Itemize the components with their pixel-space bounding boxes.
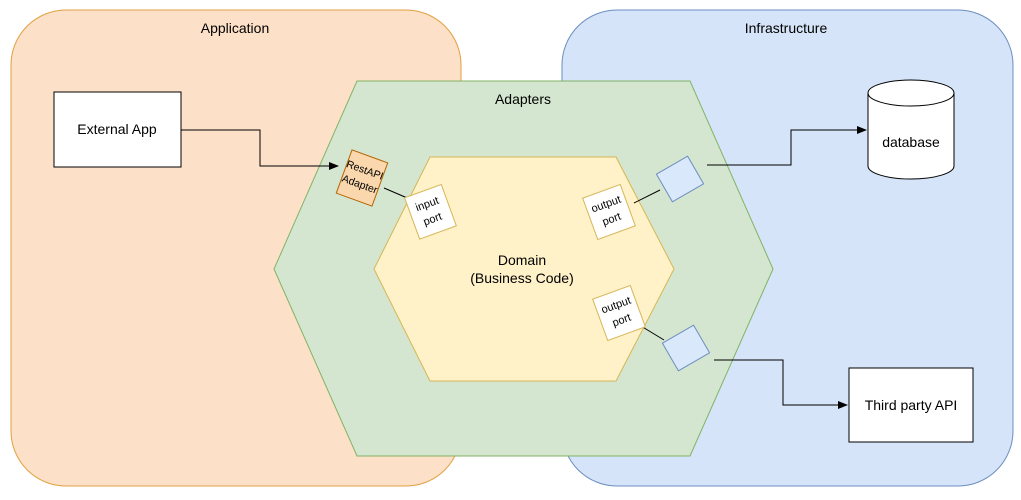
output-port-bottom[interactable]: output port <box>592 284 646 342</box>
infrastructure-label: Infrastructure <box>745 20 828 36</box>
third-party-api-box[interactable] <box>848 367 974 443</box>
database-label: database <box>882 134 940 150</box>
domain-sublabel: (Business Code) <box>470 270 574 286</box>
database-cylinder[interactable] <box>867 79 955 180</box>
adapters-label: Adapters <box>495 91 551 107</box>
connector-to-third-party-arrow <box>714 359 848 409</box>
domain-label: Domain <box>498 252 546 268</box>
third-party-connector[interactable] <box>661 324 711 372</box>
connector-to-database-arrow <box>707 126 867 166</box>
output-port-top[interactable]: output port <box>582 183 636 241</box>
database-connector[interactable] <box>655 155 705 203</box>
external-app-label: External App <box>77 121 157 137</box>
output-port-top-link-line <box>633 189 661 204</box>
third-party-api-label: Third party API <box>865 397 958 413</box>
external-app-to-adapter-arrow <box>181 129 339 170</box>
restapi-adapter[interactable]: RestAPI Adapter <box>335 149 389 207</box>
domain-hexagon <box>373 156 675 382</box>
external-app-box[interactable] <box>53 91 182 168</box>
input-port[interactable]: input port <box>403 183 457 240</box>
application-label: Application <box>201 20 270 36</box>
